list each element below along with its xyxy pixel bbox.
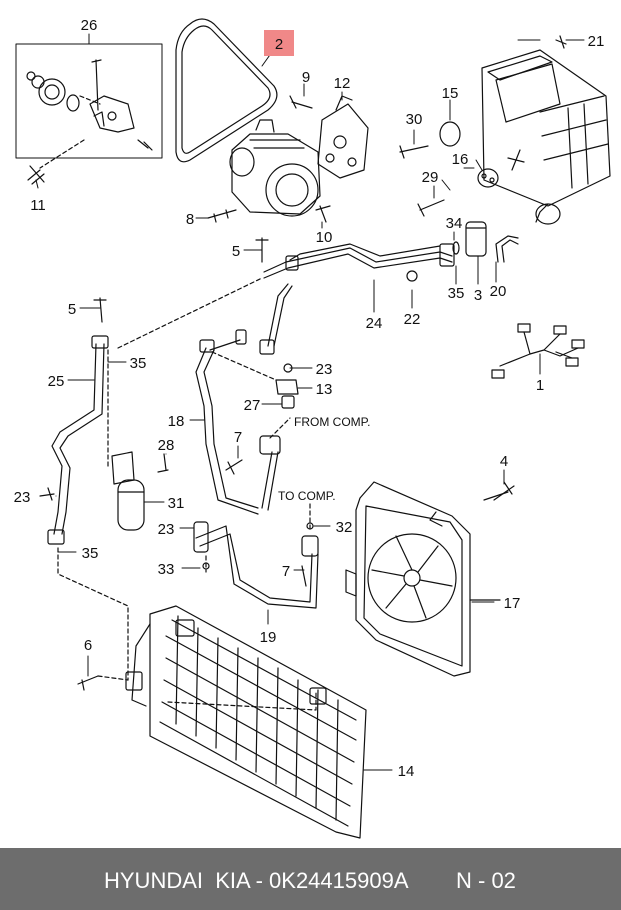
compressor-bracket	[317, 95, 369, 179]
receiver-drier-31	[111, 451, 145, 531]
callout-21: 21	[588, 33, 605, 50]
callout-2: 2	[275, 36, 283, 53]
dashed-from-comp	[269, 417, 291, 439]
hose-20	[495, 235, 519, 263]
bolt-6	[77, 675, 99, 691]
bolt-4	[493, 481, 515, 501]
bolt-29	[417, 199, 445, 217]
callout-10: 10	[316, 229, 333, 246]
callout-5a: 5	[232, 243, 240, 260]
condenser-fan-assembly	[345, 481, 509, 677]
ac-compressor	[229, 119, 321, 217]
screw-30	[399, 145, 429, 159]
callout-22: 22	[404, 311, 421, 328]
callout-17: 17	[504, 595, 521, 612]
drive-belt	[175, 18, 278, 163]
callout-27: 27	[244, 397, 261, 414]
bolt-8	[207, 209, 237, 223]
bolt-5b	[93, 297, 107, 323]
bolt-11	[27, 165, 45, 189]
bolt-21	[555, 35, 567, 49]
callout-19: 19	[260, 629, 277, 646]
callout-32: 32	[336, 519, 353, 536]
bolt-10	[315, 205, 331, 223]
bolt-23a	[39, 487, 55, 501]
highlight-box-part-2	[264, 30, 294, 56]
bolt-7a	[225, 459, 243, 475]
callout-35c: 35	[82, 545, 99, 562]
callout-28: 28	[158, 437, 175, 454]
callout-29: 29	[422, 169, 439, 186]
callout-25: 25	[48, 373, 65, 390]
annotation-from-comp: FROM COMP.	[294, 415, 370, 429]
callout-13: 13	[316, 381, 333, 398]
hose-19	[193, 503, 319, 609]
nut-22	[406, 270, 418, 282]
callout-7a: 7	[234, 429, 242, 446]
footer-page-code: N - 02	[456, 868, 516, 893]
callout-31: 31	[168, 495, 185, 512]
annotation-to-comp: TO COMP.	[278, 489, 336, 503]
callout-5b: 5	[68, 301, 76, 318]
callout-16: 16	[452, 151, 469, 168]
callout-9: 9	[302, 69, 310, 86]
callout-4: 4	[500, 453, 508, 470]
callout-23c: 23	[158, 521, 175, 538]
callout-35a: 35	[448, 285, 465, 302]
clip-27	[281, 395, 295, 409]
gasket-16	[477, 168, 499, 188]
callout-15: 15	[442, 85, 459, 102]
callout-6: 6	[84, 637, 92, 654]
suction-pipe-24	[259, 243, 455, 355]
callout-7b: 7	[282, 563, 290, 580]
ac-parts-diagram: 26 2 21 9 12 15 30 16 29 11 8 10 34 5 35…	[14, 17, 611, 839]
callout-24: 24	[366, 315, 383, 332]
hvac-evaporator-unit	[481, 49, 611, 225]
callout-8: 8	[186, 211, 194, 228]
footer-part-number: HYUNDAI KIA - 0K24415909A	[104, 868, 409, 893]
callout-14: 14	[398, 763, 415, 780]
condenser-14	[125, 605, 367, 839]
bolt-9	[289, 95, 313, 109]
hose-25	[47, 335, 109, 545]
screw-28	[157, 453, 169, 473]
callout-30: 30	[406, 111, 423, 128]
cap-15	[439, 121, 461, 147]
hose-18	[195, 329, 281, 515]
footer-bar: HYUNDAI KIA - 0K24415909A N - 02	[0, 848, 621, 910]
callout-23a: 23	[316, 361, 333, 378]
o-ring-34	[452, 241, 460, 255]
callout-1: 1	[536, 377, 544, 394]
callout-20: 20	[490, 283, 507, 300]
callout-18: 18	[168, 413, 185, 430]
wiring-harness	[491, 323, 585, 379]
callout-11: 11	[30, 197, 46, 214]
callout-12: 12	[334, 75, 351, 92]
callout-23b: 23	[14, 489, 31, 506]
callout-3: 3	[474, 287, 482, 304]
pressure-switch-3	[465, 221, 487, 257]
callout-33: 33	[158, 561, 175, 578]
dashed-routing-left	[57, 277, 263, 681]
callout-35b: 35	[130, 355, 147, 372]
idler-pulley-bracket-set	[15, 43, 163, 169]
callout-26: 26	[81, 17, 98, 34]
callout-34: 34	[446, 215, 463, 232]
